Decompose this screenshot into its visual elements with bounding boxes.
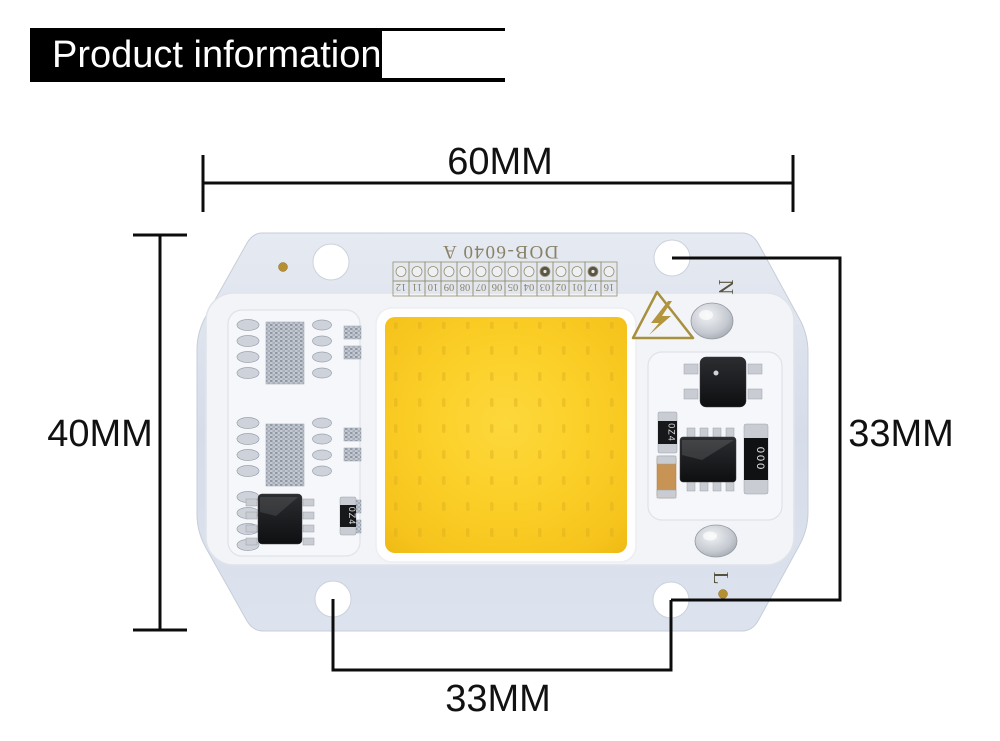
capacitor xyxy=(656,455,677,499)
svg-text:03: 03 xyxy=(540,281,551,292)
dimension-line-hole-span-bottom xyxy=(331,599,673,672)
section-header-banner: Product information xyxy=(30,28,530,82)
svg-text:06: 06 xyxy=(492,281,503,292)
banner-white-notch xyxy=(382,31,530,78)
live-solder-joint xyxy=(694,524,738,558)
left-resistor: 0Z4 xyxy=(339,496,357,536)
dimension-annotations: 60MM 40MM 33MM 33MM xyxy=(47,141,954,720)
section-title: Product information xyxy=(52,34,382,76)
live-terminal-label: L xyxy=(709,572,733,585)
svg-text:01: 01 xyxy=(572,281,583,292)
solder-pad-array xyxy=(236,319,362,551)
output-resistor: 000 xyxy=(743,423,769,495)
svg-text:07: 07 xyxy=(476,281,487,292)
dim-label-height: 40MM xyxy=(47,413,153,455)
fiducial-dot-top-left xyxy=(278,262,288,272)
fiducial-dot-bottom-right xyxy=(718,589,728,599)
neutral-terminal-label: N xyxy=(714,279,738,294)
dimension-line-height xyxy=(133,233,187,632)
bridge-rectifier xyxy=(683,356,763,408)
svg-text:09: 09 xyxy=(444,281,455,292)
neutral-solder-joint xyxy=(690,302,734,340)
date-code-table: 16 17 01 02 03 04 05 06 07 08 09 10 11 12 xyxy=(392,261,618,297)
dim-label-hole-span-bottom: 33MM xyxy=(445,678,551,720)
dim-label-width: 60MM xyxy=(447,141,553,183)
svg-text:04: 04 xyxy=(523,281,534,292)
output-resistor-marking: 000 xyxy=(754,447,766,471)
dim-label-hole-span-right: 33MM xyxy=(848,413,954,455)
left-resistor-marking: 0Z4 xyxy=(347,507,357,526)
svg-text:05: 05 xyxy=(508,281,519,292)
svg-text:16: 16 xyxy=(604,281,615,292)
svg-text:08: 08 xyxy=(460,281,471,292)
high-voltage-warning-icon xyxy=(631,290,695,340)
svg-text:02: 02 xyxy=(556,281,567,292)
led-cob-module: DOB-6040 A 16 17 01 02 03 04 05 06 07 08 09 10 11 12 xyxy=(196,232,809,632)
solder-highlight xyxy=(699,310,713,320)
model-marking: DOB-6040 A xyxy=(442,241,559,262)
svg-text:17: 17 xyxy=(588,281,599,292)
driver-ic xyxy=(679,427,737,492)
driver-resistor: 0Z4 xyxy=(657,411,678,454)
dimension-line-width xyxy=(201,155,795,212)
solder-highlight xyxy=(703,531,717,541)
driver-resistor-marking: 0Z4 xyxy=(667,423,677,442)
mounting-hole-top-left xyxy=(312,243,350,281)
svg-text:10: 10 xyxy=(428,281,439,292)
dimension-line-hole-span-right xyxy=(671,256,842,602)
svg-text:11: 11 xyxy=(412,281,422,292)
left-soic8-ic xyxy=(245,493,315,546)
led-die-grid xyxy=(390,322,622,548)
svg-text:12: 12 xyxy=(396,281,407,292)
